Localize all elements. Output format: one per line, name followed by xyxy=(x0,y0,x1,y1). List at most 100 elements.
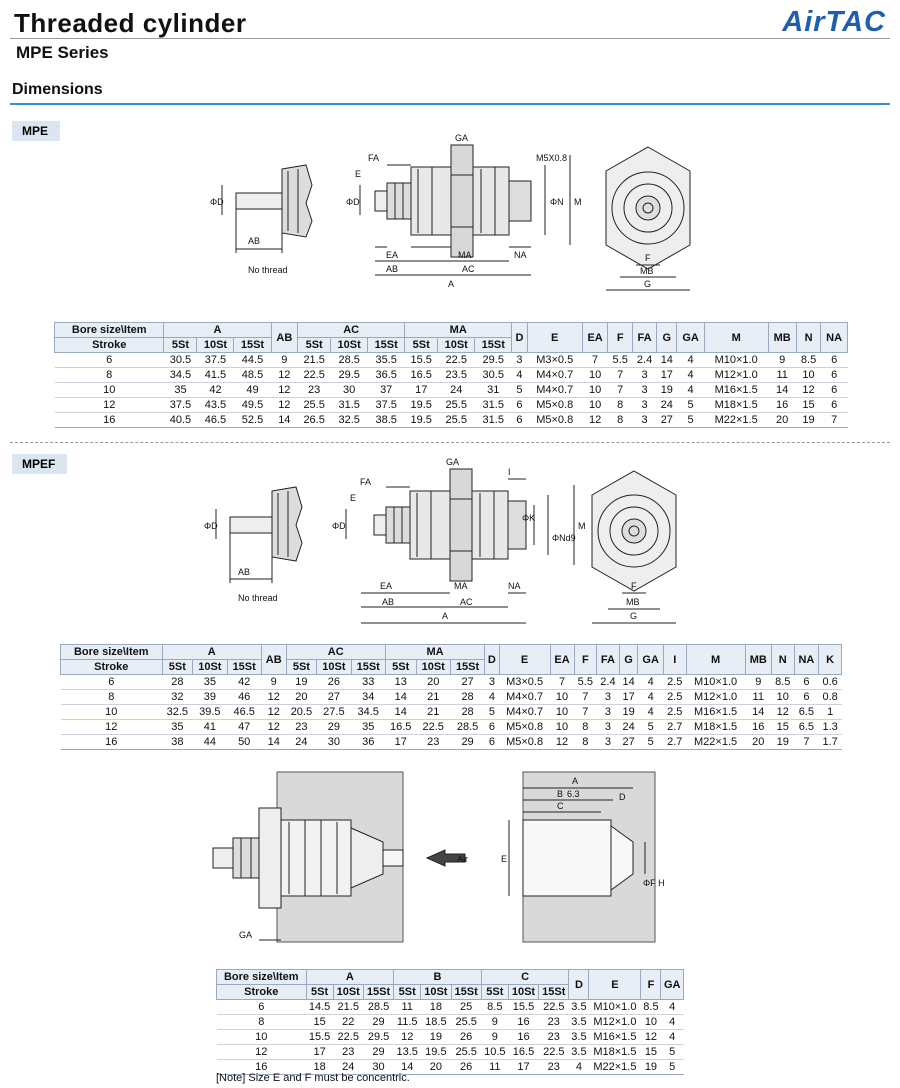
table-cell: 21 xyxy=(416,704,451,720)
table-cell: 2.7 xyxy=(663,719,687,735)
table-cell: 35 xyxy=(163,382,197,398)
table-cell: 14 xyxy=(656,352,677,368)
table-cell: 23.5 xyxy=(437,367,475,383)
table-cell: 12 xyxy=(582,412,608,428)
table-cell: 12 xyxy=(271,367,298,383)
table-cell: 38.5 xyxy=(367,412,405,428)
mpe-f: F xyxy=(645,253,651,263)
mount-th-f: F xyxy=(640,969,662,1000)
mounting-drawing-svg: Air GA A B 6.3 D C E ΦF H8 xyxy=(212,771,665,943)
table-cell: 14 xyxy=(393,1059,421,1075)
mpef-th-ma-10: 10St xyxy=(415,659,451,675)
table-cell: 31 xyxy=(474,382,512,398)
table-cell: 11 xyxy=(768,367,797,383)
table-cell: 4 xyxy=(676,367,705,383)
mpe-tag: MPE xyxy=(12,121,61,141)
table-cell: 37.5 xyxy=(367,397,405,413)
mpe-fa: FA xyxy=(368,153,379,163)
mpef-drawing: AB No thread ΦD ΦD GA FA E I ΦK ΦNd9 M E… xyxy=(196,455,696,630)
table-cell: 14 xyxy=(745,704,772,720)
table-cell: 27.5 xyxy=(316,704,352,720)
mpef-th-a-10: 10St xyxy=(192,659,228,675)
table-cell: 41.5 xyxy=(196,367,234,383)
table-cell: M18×1.5 xyxy=(686,719,746,735)
table-cell: 12 xyxy=(771,704,795,720)
table-cell: 22 xyxy=(333,1014,364,1030)
table-cell: 35 xyxy=(162,719,193,735)
table-cell: M4×0.7 xyxy=(527,367,583,383)
table-cell: 6 xyxy=(820,367,848,383)
table-cell: 7 xyxy=(582,352,608,368)
table-cell: M3×0.5 xyxy=(527,352,583,368)
mpef-table-head1: Bore size\Item A AB AC MA D E EA F FA G … xyxy=(60,644,842,675)
table-cell: 33 xyxy=(351,674,386,690)
table-cell: 15.5 xyxy=(508,999,539,1015)
table-cell: 14 xyxy=(619,674,638,690)
table-cell: 8 xyxy=(607,412,633,428)
table-cell: 19 xyxy=(420,1029,452,1045)
table-cell: 20 xyxy=(745,734,772,750)
table-cell: 0.6 xyxy=(818,674,842,690)
table-cell: 4 xyxy=(637,674,664,690)
mount-phi-f: ΦF H8 xyxy=(643,878,665,888)
table-cell: 42 xyxy=(227,674,262,690)
table-cell: 25.5 xyxy=(451,1014,482,1030)
table-cell: 9 xyxy=(745,674,772,690)
table-cell: 52.5 xyxy=(233,412,271,428)
mpe-th-ga: GA xyxy=(676,322,705,353)
mpe-th-ma-15: 15St xyxy=(474,337,513,353)
mpe-th-d: D xyxy=(511,322,528,353)
mpef-th-fa: FA xyxy=(596,644,620,675)
table-cell: 16 xyxy=(54,412,164,428)
mpe-th-bore: Bore size\Item xyxy=(53,322,165,338)
table-cell: 5 xyxy=(637,719,664,735)
table-cell: 13 xyxy=(385,674,417,690)
table-cell: 26.5 xyxy=(297,412,331,428)
table-cell: 16 xyxy=(768,397,797,413)
table-cell: 4 xyxy=(637,704,664,720)
table-cell: 21.5 xyxy=(333,999,364,1015)
mpef-th-bore: Bore size\Item xyxy=(60,644,163,660)
table-cell: 7 xyxy=(794,734,819,750)
mount-th-a-10: 10St xyxy=(332,984,364,1000)
air-label: Air xyxy=(457,854,468,864)
mount-roughness: 6.3 xyxy=(567,789,580,799)
table-cell: 15 xyxy=(306,1014,334,1030)
table-cell: 30 xyxy=(316,734,352,750)
mpef-phi-k: ΦK xyxy=(522,513,535,523)
mpef-m: M xyxy=(578,521,586,531)
table-cell: 37.5 xyxy=(196,352,234,368)
table-cell: 28 xyxy=(162,674,193,690)
table-cell: 9 xyxy=(481,1029,509,1045)
table-cell: 7 xyxy=(607,367,633,383)
table-cell: 12 xyxy=(60,719,163,735)
table-cell: 15 xyxy=(640,1044,661,1060)
table-cell: 19 xyxy=(796,412,821,428)
table-cell: 10 xyxy=(54,382,164,398)
table-cell: M5×0.8 xyxy=(499,734,551,750)
table-cell: 8 xyxy=(54,367,164,383)
table-cell: M10×1.0 xyxy=(704,352,768,368)
table-cell: 2.7 xyxy=(663,734,687,750)
mpe-drawing: AB No thread ΦD ΦD GA FA E M5X0.8 ΦN M E… xyxy=(200,125,700,300)
mount-th-c-10: 10St xyxy=(507,984,540,1000)
table-cell: 4 xyxy=(660,999,684,1015)
table-cell: 22.5 xyxy=(333,1029,364,1045)
table-cell: 5 xyxy=(484,704,500,720)
table-cell: M22×1.5 xyxy=(588,1059,641,1075)
table-cell: 9 xyxy=(261,674,287,690)
mpe-th-ma-10: 10St xyxy=(437,337,476,353)
table-cell: 35 xyxy=(192,674,228,690)
table-cell: M12×1.0 xyxy=(588,1014,641,1030)
table-cell: 19 xyxy=(771,734,795,750)
table-cell: 8.5 xyxy=(771,674,795,690)
table-cell: 10 xyxy=(640,1014,661,1030)
table-cell: 25.5 xyxy=(451,1044,482,1060)
table-cell: 4 xyxy=(637,689,664,705)
mpe-a: A xyxy=(448,279,454,289)
table-cell: 6 xyxy=(54,352,164,368)
